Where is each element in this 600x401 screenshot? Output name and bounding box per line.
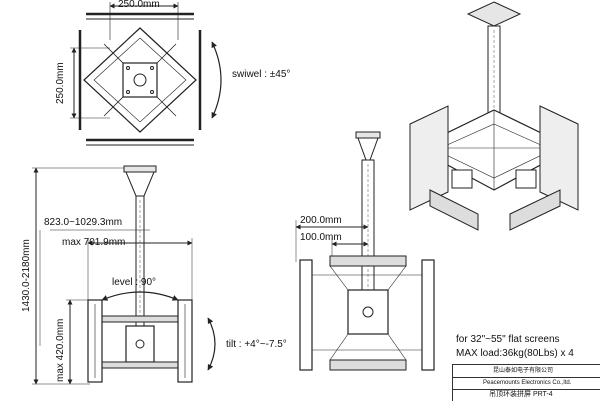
spec-screens: for 32"~55" flat screens: [456, 334, 560, 345]
title-row-company-en: Peacemounts Electronics Co.,ltd.: [453, 377, 600, 390]
dim-side-width-1: 200.0mm: [300, 215, 342, 226]
front-view: [32, 165, 216, 385]
title-block: 昆山泰如电子有限公司 Peacemounts Electronics Co.,l…: [452, 364, 600, 401]
company-cn: 昆山泰如电子有限公司: [493, 368, 554, 374]
tilt-label: tilt : +4°~-7.5°: [226, 339, 287, 350]
model-name: 吊顶环装拼屏 PRT-4: [489, 391, 553, 398]
title-row-company: 昆山泰如电子有限公司: [453, 365, 600, 378]
dim-overall-height: 1430.0-2180mm: [21, 239, 32, 312]
top-view: [70, 2, 222, 146]
side-view: [295, 131, 435, 371]
dim-top-width: 250.0mm: [118, 0, 160, 10]
dim-max-width: max 701.9mm: [62, 237, 126, 248]
company-en: Peacemounts Electronics Co.,ltd.: [483, 380, 572, 386]
title-row-model: 吊顶环装拼屏 PRT-4: [453, 389, 600, 401]
dim-pole-length: 823.0~1029.3mm: [44, 217, 123, 228]
dim-max-height: max 420.0mm: [55, 318, 66, 382]
spec-max-load: MAX load:36kg(80Lbs) x 4: [456, 348, 574, 359]
dim-top-height: 250.0mm: [55, 62, 66, 104]
level-label: level : 90°: [112, 277, 157, 288]
swivel-label: swiwel : ±45°: [232, 69, 291, 80]
dim-side-width-2: 100.0mm: [300, 232, 342, 243]
isometric-view: [409, 1, 579, 231]
